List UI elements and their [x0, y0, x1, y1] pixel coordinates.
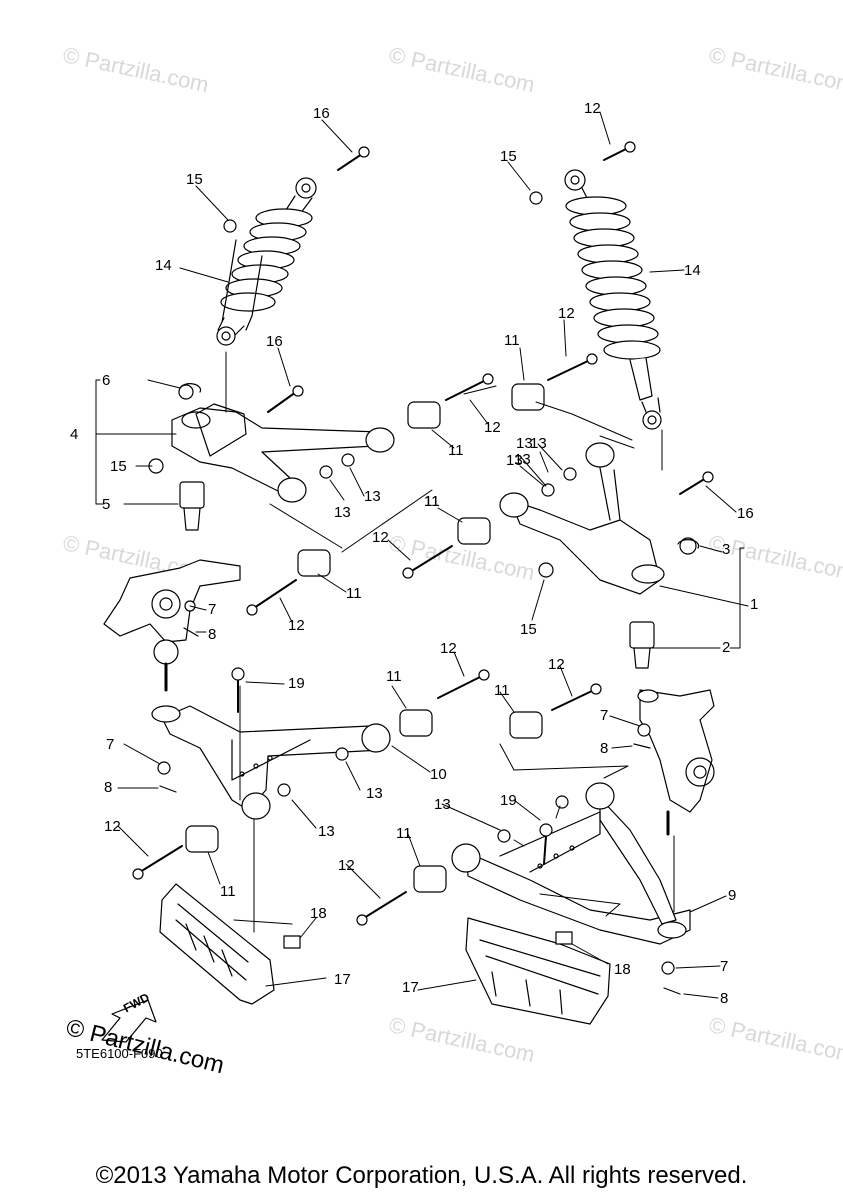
skid-guard-right [465, 917, 611, 1025]
callout-label: 7 [106, 736, 115, 753]
cotter-pins [159, 627, 681, 995]
callout-label: 12 [372, 529, 389, 546]
callout-label: 17 [334, 971, 351, 988]
callout-label: 9 [728, 887, 737, 904]
callout-label: 11 [220, 883, 236, 900]
callout-label: 8 [104, 779, 113, 796]
callout-label: 14 [684, 262, 701, 279]
bolts [132, 141, 714, 926]
callout-label: 13 [334, 504, 351, 521]
left-shock-absorber [216, 177, 317, 346]
copyright-notice: ©2013 Yamaha Motor Corporation, U.S.A. A… [95, 1162, 748, 1189]
ball-joint-left-upper [179, 481, 205, 531]
diagram-code: 5TE6100-F090 [76, 1046, 163, 1061]
callout-label: 13 [506, 452, 523, 469]
callout-label: 17 [402, 979, 419, 996]
callout-label: 11 [424, 493, 440, 510]
callout-label: 13 [364, 488, 381, 505]
upper-left-arm [171, 384, 395, 503]
callout-label: 16 [313, 105, 330, 122]
callout-label: 13 [530, 435, 547, 452]
callout-label: 10 [430, 766, 447, 783]
nuts [148, 191, 675, 975]
right-shock-absorber [564, 169, 662, 430]
callout-label: 11 [504, 332, 520, 349]
callout-label: 15 [110, 458, 127, 475]
skid-guard-left [159, 883, 301, 1005]
callout-label: 11 [448, 442, 464, 459]
callout-label: 12 [440, 640, 457, 657]
callout-label: 8 [600, 740, 609, 757]
callout-label: 15 [186, 171, 203, 188]
bushings [185, 383, 545, 893]
circlip-left [179, 383, 202, 393]
callout-label: 13 [516, 435, 533, 452]
callout-label: 13 [318, 823, 335, 840]
ball-joint-right-upper [629, 621, 655, 669]
callout-label: 11 [346, 585, 362, 602]
callout-label: 11 [424, 493, 440, 510]
callout-label: 15 [500, 148, 517, 165]
callout-label: 12 [288, 617, 305, 634]
callout-label: 2 [722, 639, 731, 656]
left-knuckle [103, 559, 241, 692]
callout-label: 16 [737, 505, 754, 522]
circlip-right [677, 539, 700, 549]
callout-label: 7 [600, 707, 609, 724]
callout-label: 16 [266, 333, 283, 350]
callout-label: 5 [102, 496, 111, 513]
leader-lines [95, 111, 749, 999]
callout-label: 11 [386, 668, 402, 685]
callout-label: 4 [70, 426, 79, 443]
callout-label: 7 [208, 601, 217, 618]
callout-label: 13 [434, 796, 451, 813]
callout-label: 19 [500, 792, 517, 809]
lower-right-arm [451, 782, 691, 945]
callout-label: 12 [104, 818, 121, 835]
callout-label: 14 [155, 257, 172, 274]
callout-label: 8 [720, 990, 729, 1007]
callout-label: 3 [722, 541, 731, 558]
callout-label: 8 [208, 626, 217, 643]
upper-right-arm [499, 442, 697, 595]
callout-label: 12 [548, 656, 565, 673]
callout-label: 18 [614, 961, 631, 978]
callout-label: 13 [366, 785, 383, 802]
lower-left-arm [151, 705, 391, 820]
callout-label: 11 [494, 682, 510, 699]
bracket-groups [95, 351, 745, 933]
callout-label: 6 [102, 372, 111, 389]
callout-label: 12 [338, 857, 355, 874]
callout-label: 7 [720, 958, 729, 975]
callout-label: 12 [558, 305, 575, 322]
fwd-arrow-icon [101, 999, 157, 1043]
callout-label: 18 [310, 905, 327, 922]
callout-label: 1 [750, 596, 759, 613]
callout-label: 12 [484, 419, 501, 436]
callout-label: 12 [584, 100, 601, 117]
callout-label: 15 [520, 621, 537, 638]
callout-label: 19 [288, 675, 305, 692]
callout-label: 13 [514, 451, 531, 468]
right-knuckle [637, 689, 715, 836]
callout-label: 11 [396, 825, 412, 842]
